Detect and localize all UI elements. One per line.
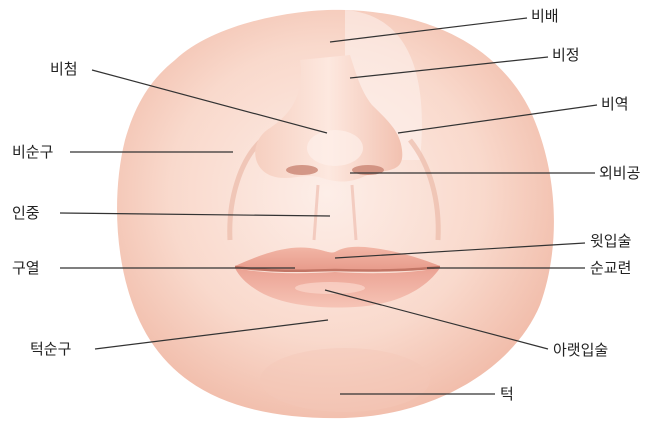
label-oebigong: 외비공	[599, 164, 640, 182]
left-nostril	[286, 165, 318, 175]
nose-tip-highlight	[307, 130, 363, 166]
label-guyeol: 구열	[12, 259, 40, 277]
label-teoksungu: 턱순구	[30, 340, 71, 358]
label-injung: 인중	[12, 204, 40, 222]
label-araetipsul: 아랫입술	[553, 341, 608, 359]
label-biyeok: 비역	[601, 95, 629, 113]
label-witipsul: 윗입술	[590, 232, 631, 250]
label-teok: 턱	[500, 385, 514, 403]
chin-shading	[260, 348, 430, 412]
label-sungyoryeon: 순교련	[590, 259, 631, 277]
label-bibae: 비배	[531, 7, 559, 25]
label-bijeong: 비정	[552, 46, 580, 64]
lower-lip-highlight	[295, 282, 365, 294]
label-bisungu: 비순구	[12, 143, 53, 161]
label-bicheom: 비첨	[50, 60, 78, 78]
